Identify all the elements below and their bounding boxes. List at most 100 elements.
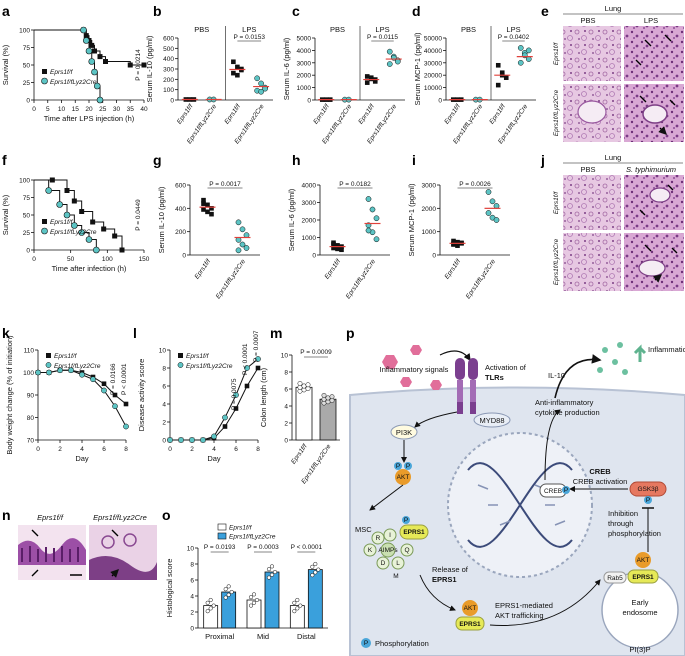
y-tick-label: 8 bbox=[284, 370, 288, 377]
bar bbox=[319, 398, 337, 441]
y-tick-label: 30000 bbox=[424, 60, 442, 67]
label-akt: AKT bbox=[397, 474, 410, 481]
legend-ff: Eprs1f/f bbox=[186, 353, 210, 360]
y-tick-label: 300 bbox=[163, 67, 174, 74]
x-tick-label: Eprs1f/f bbox=[290, 442, 309, 465]
label-resolution: Inflammation resolution bbox=[648, 345, 685, 354]
x-tick-label: Eprs1f/f bbox=[312, 102, 331, 125]
data-point bbox=[244, 383, 250, 389]
label-early1: Early bbox=[631, 598, 648, 607]
data-point bbox=[97, 54, 103, 60]
data-point bbox=[266, 567, 272, 572]
x-tick-label: 15 bbox=[72, 106, 80, 113]
panel-j-row-cre: Eprs1f/fLyz2Cre bbox=[553, 238, 560, 285]
y-tick-label: 2000 bbox=[302, 218, 317, 225]
panel-e-histology: Lung PBS LPS Eprs1f/f Eprs1f/fLyz2Cre bbox=[553, 4, 684, 142]
data-point bbox=[85, 236, 93, 243]
panel-letter-e: e bbox=[541, 3, 549, 19]
data-point bbox=[499, 70, 505, 76]
y-tick-label: 8 bbox=[190, 562, 194, 569]
y-tick-label: 0 bbox=[26, 248, 30, 255]
data-point bbox=[394, 58, 401, 65]
data-point bbox=[80, 26, 87, 34]
panel-n-histology: Eprs1f/f Eprs1f/fLyz2Cre bbox=[18, 513, 157, 580]
data-point bbox=[35, 369, 41, 376]
msc-letter: M bbox=[393, 573, 398, 580]
data-point bbox=[239, 241, 246, 248]
p-value: P < 0.0001 bbox=[291, 544, 323, 551]
y-tick-label: 0 bbox=[312, 253, 316, 260]
data-point bbox=[205, 202, 210, 208]
group-label-lps: LPS bbox=[242, 25, 256, 34]
phos-p: P bbox=[396, 463, 400, 470]
x-tick-label: 0 bbox=[32, 256, 36, 263]
x-tick-label: Eprs1f/f bbox=[444, 257, 463, 280]
p-value: P = 0.0449 bbox=[135, 199, 142, 231]
data-point bbox=[205, 600, 210, 605]
y-tick-label: 0 bbox=[284, 438, 288, 445]
legend-cre: Eprs1f/fLyz2Cre bbox=[54, 363, 101, 370]
x-tick-label: Eprs1f/fLyz2Cre bbox=[345, 258, 378, 300]
y-tick-label: 3000 bbox=[302, 200, 317, 207]
y-tick-label: 0 bbox=[432, 253, 436, 260]
x-tick-label: Eprs1f/f bbox=[357, 102, 376, 125]
x-axis-label: Day bbox=[207, 454, 221, 463]
x-tick-label: 2 bbox=[58, 446, 62, 453]
legend-marker-cre bbox=[177, 362, 184, 368]
x-tick-label: 35 bbox=[127, 106, 135, 113]
data-point bbox=[373, 215, 380, 222]
data-point bbox=[364, 80, 370, 85]
x-tick-label: 30 bbox=[113, 106, 121, 113]
signal-hexagon bbox=[382, 355, 398, 369]
y-tick-label: 8 bbox=[162, 366, 166, 373]
y-tick-label: 200 bbox=[163, 77, 174, 84]
data-point bbox=[310, 573, 315, 578]
y-tick-label: 3000 bbox=[422, 183, 437, 190]
panel-letter-j: j bbox=[540, 152, 545, 168]
p-value: P = 0.0026 bbox=[459, 181, 491, 188]
msc-letter: D bbox=[381, 560, 386, 567]
y-axis-label: Survival (%) bbox=[1, 194, 10, 235]
data-point bbox=[205, 209, 210, 215]
panel-letter-n: n bbox=[2, 507, 11, 523]
data-point bbox=[244, 365, 250, 371]
label-eprs1: EPRS1 bbox=[403, 529, 425, 536]
histology-image bbox=[563, 26, 621, 81]
y-tick-label: 10000 bbox=[424, 85, 442, 92]
data-point bbox=[96, 96, 104, 104]
p-value: P = 0.0007 bbox=[253, 330, 260, 362]
x-tick-label: 40 bbox=[140, 106, 148, 113]
panel-j-histology: Lung PBS S. typhimurium Eprs1f/f Eprs1f/… bbox=[553, 153, 684, 291]
x-tick-label: 0 bbox=[36, 446, 40, 453]
data-point bbox=[313, 561, 318, 567]
y-tick-label: 1000 bbox=[302, 235, 317, 242]
x-tick-label: Eprs1f/f bbox=[194, 257, 213, 280]
panel-e-col-pbs: PBS bbox=[580, 16, 595, 25]
data-point bbox=[235, 64, 240, 70]
y-axis-label: Serum MCP-1 (pg/ml) bbox=[407, 183, 416, 256]
data-point bbox=[316, 567, 321, 572]
panel-letter-c: c bbox=[292, 3, 300, 19]
data-point bbox=[209, 211, 214, 217]
panel-e-title: Lung bbox=[605, 4, 622, 13]
data-point bbox=[90, 376, 96, 383]
data-point bbox=[64, 188, 70, 193]
data-point bbox=[235, 219, 242, 226]
data-point bbox=[368, 75, 374, 80]
series-line-ff bbox=[170, 367, 259, 441]
data-point bbox=[451, 238, 456, 244]
msc-letter: Q bbox=[404, 547, 409, 554]
label-release2: EPRS1 bbox=[432, 575, 457, 584]
data-point bbox=[90, 219, 96, 225]
phos-p: P bbox=[404, 517, 408, 524]
label-pi3k: PI3K bbox=[396, 428, 412, 437]
data-point bbox=[178, 437, 184, 443]
data-point bbox=[56, 201, 63, 208]
panel-e-row-cre: Eprs1f/fLyz2Cre bbox=[553, 89, 560, 136]
p-value: P = 0.0182 bbox=[339, 181, 371, 188]
legend-cre: Eprs1f/fLyz2Cre bbox=[50, 229, 97, 236]
